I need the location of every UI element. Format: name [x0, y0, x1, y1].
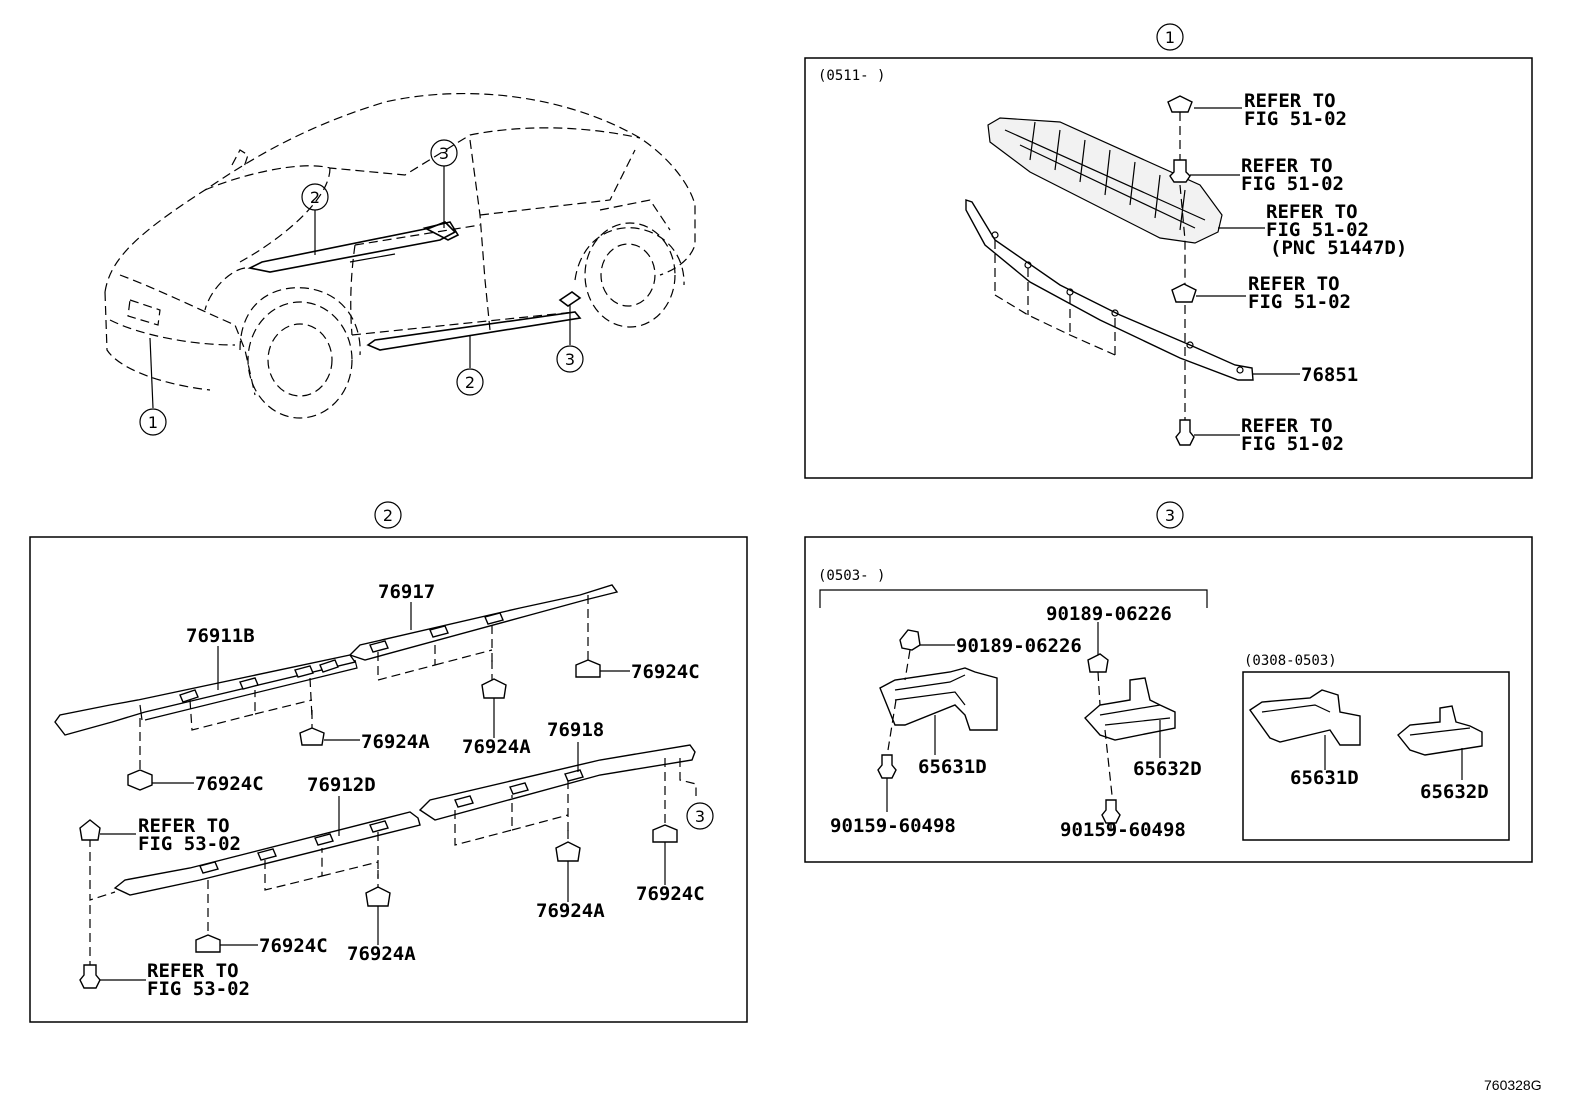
bolt-icon: [79, 964, 101, 989]
nut-icon: [1171, 283, 1197, 303]
clip-icon: [1167, 95, 1193, 113]
ref-label-3a: REFER TO: [1266, 201, 1358, 223]
panel-1: 1 (0511- ) REFER TO FIG 51-02: [804, 23, 1533, 479]
part-number-76924C-a: 76924C: [631, 661, 700, 683]
svg-text:1: 1: [1165, 28, 1175, 47]
ref-label-4b: FIG 51-02: [1248, 291, 1351, 313]
panel-1-date-range: (0511- ): [818, 68, 885, 84]
part-number-65632D: 65632D: [1133, 758, 1202, 780]
panel-3-title: 3: [1156, 501, 1184, 529]
ref-label-3c: (PNC 51447D): [1270, 237, 1407, 259]
clip-icon: [1087, 653, 1109, 673]
svg-text:2: 2: [310, 188, 320, 207]
part-number-76924A-b: 76924A: [462, 736, 531, 758]
callout-circle-2: 2: [301, 183, 329, 211]
part-number-76912D: 76912D: [307, 774, 376, 796]
inset-part-number-65631D: 65631D: [1290, 767, 1359, 789]
panel-1-frame: [804, 57, 1533, 479]
ref-label-1a: REFER TO: [1244, 90, 1336, 112]
bolt-icon: [1169, 159, 1191, 183]
clip-icon: [365, 886, 391, 907]
figure-code: 760328G: [1484, 1077, 1542, 1093]
svg-text:3: 3: [1165, 506, 1175, 525]
ref-label-4a: REFER TO: [1248, 273, 1340, 295]
ref-label-3b: FIG 51-02: [1266, 219, 1369, 241]
svg-text:3: 3: [695, 807, 705, 826]
panel-3: 3 (0503- ) 90189-06226 90189-06226 65631…: [804, 501, 1533, 863]
ref-label-5a: REFER TO: [1241, 415, 1333, 437]
panel-3-frame: [804, 536, 1533, 863]
svg-text:1: 1: [148, 413, 158, 432]
panel-3-date-range: (0503- ): [818, 568, 885, 584]
panel-2-frame: [29, 536, 748, 1023]
callout-circle-3-panel2: 3: [686, 802, 714, 830]
part-number-90189-06226-a: 90189-06226: [956, 635, 1082, 657]
inset-bracket-65632D: [1397, 705, 1483, 756]
ref-label-53a: REFER TO: [138, 815, 230, 837]
ref-label-53d: FIG 53-02: [147, 978, 250, 1000]
clip-icon: [299, 727, 325, 746]
svg-text:2: 2: [383, 506, 393, 525]
part-number-76924C-d: 76924C: [636, 883, 705, 905]
part-76917-molding: [348, 584, 619, 661]
part-number-76924A-c: 76924A: [536, 900, 605, 922]
screw-icon: [877, 754, 897, 779]
callout-circle-1: 1: [139, 408, 167, 436]
clip-icon: [899, 629, 921, 651]
panel-2-title: 2: [374, 501, 402, 529]
inset-date-range: (0308-0503): [1244, 653, 1337, 669]
inset-bracket-65631D: [1249, 689, 1361, 746]
part-number-65631D: 65631D: [918, 756, 987, 778]
part-number-76918: 76918: [547, 719, 604, 741]
ref-label-2a: REFER TO: [1241, 155, 1333, 177]
callout-circle-3b: 3: [556, 345, 584, 373]
bracket-65631D: [879, 667, 998, 731]
part-number-76911B: 76911B: [186, 625, 255, 647]
clip-icon: [555, 841, 581, 862]
part-number-76917: 76917: [378, 581, 435, 603]
callout-circle-2b: 2: [456, 368, 484, 396]
callout-circle-3: 3: [430, 139, 458, 167]
clip-icon: [481, 678, 507, 699]
panel-1-title: 1: [1156, 23, 1184, 51]
part-number-76851: 76851: [1301, 364, 1358, 386]
ref-label-5b: FIG 51-02: [1241, 433, 1344, 455]
part-number-76924C-c: 76924C: [259, 935, 328, 957]
ref-label-53c: REFER TO: [147, 960, 239, 982]
part-number-90159-60498-a: 90159-60498: [830, 815, 956, 837]
part-number-90189-06226-b: 90189-06226: [1046, 603, 1172, 625]
ref-label-1b: FIG 51-02: [1244, 108, 1347, 130]
inset-frame: [1242, 671, 1510, 841]
part-number-76924A-d: 76924A: [347, 943, 416, 965]
part-number-90159-60498-b: 90159-60498: [1060, 819, 1186, 841]
clip-icon: [652, 824, 678, 843]
ref-label-53b: FIG 53-02: [138, 833, 241, 855]
part-76918-molding: [418, 744, 696, 821]
screw-icon: [1101, 799, 1121, 824]
svg-text:2: 2: [465, 373, 475, 392]
svg-text:3: 3: [439, 144, 449, 163]
svg-text:3: 3: [565, 350, 575, 369]
part-number-76924C-b: 76924C: [195, 773, 264, 795]
inset-part-number-65632D: 65632D: [1420, 781, 1489, 803]
bolt-icon-lower: [1175, 419, 1195, 446]
clip-icon: [575, 659, 601, 678]
part-76911B-molding: [54, 654, 357, 736]
clip-icon: [127, 769, 153, 791]
clip-icon: [195, 934, 221, 953]
range-bracket: [819, 589, 1208, 608]
panel-2: 2: [29, 501, 748, 1023]
part-number-76924A-a: 76924A: [361, 731, 430, 753]
ref-label-2b: FIG 51-02: [1241, 173, 1344, 195]
clip-icon: [79, 819, 101, 841]
car-overview: 1 2 3 2 3: [104, 93, 696, 436]
